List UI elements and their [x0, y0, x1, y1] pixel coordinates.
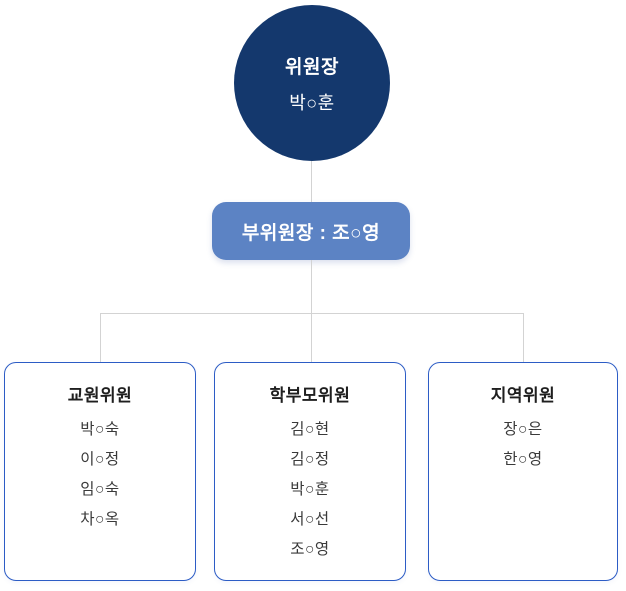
member-name: 차○옥	[80, 511, 120, 528]
group-title: 지역위원	[490, 386, 556, 405]
chairman-name: 박○훈	[289, 92, 335, 113]
member-name: 한○영	[503, 451, 543, 468]
vice-chairman-label: 부위원장 : 조○영	[241, 222, 381, 244]
member-name: 임○숙	[80, 481, 120, 498]
group-title: 학부모위원	[269, 386, 351, 405]
member-name: 김○현	[290, 421, 330, 438]
member-name: 조○영	[290, 541, 330, 558]
chairman-node: 위원장 박○훈	[234, 5, 390, 161]
member-name: 김○정	[290, 451, 330, 468]
member-name: 박○훈	[290, 481, 330, 498]
member-name: 박○숙	[80, 421, 120, 438]
connector-drop-teachers	[100, 313, 101, 362]
group-title: 교원위원	[67, 386, 133, 405]
member-name: 서○선	[290, 511, 330, 528]
group-box-community: 지역위원 장○은 한○영	[428, 362, 618, 581]
group-box-teachers: 교원위원 박○숙 이○정 임○숙 차○옥	[4, 362, 196, 581]
chairman-title: 위원장	[285, 56, 339, 78]
connector-drop-parents	[311, 313, 312, 362]
member-name: 이○정	[80, 451, 120, 468]
connector-chairman-vice	[311, 161, 312, 203]
connector-drop-community	[523, 313, 524, 362]
member-name: 장○은	[503, 421, 543, 438]
connector-vice-rail	[311, 260, 312, 313]
group-box-parents: 학부모위원 김○현 김○정 박○훈 서○선 조○영	[214, 362, 406, 581]
vice-chairman-node: 부위원장 : 조○영	[212, 202, 410, 260]
